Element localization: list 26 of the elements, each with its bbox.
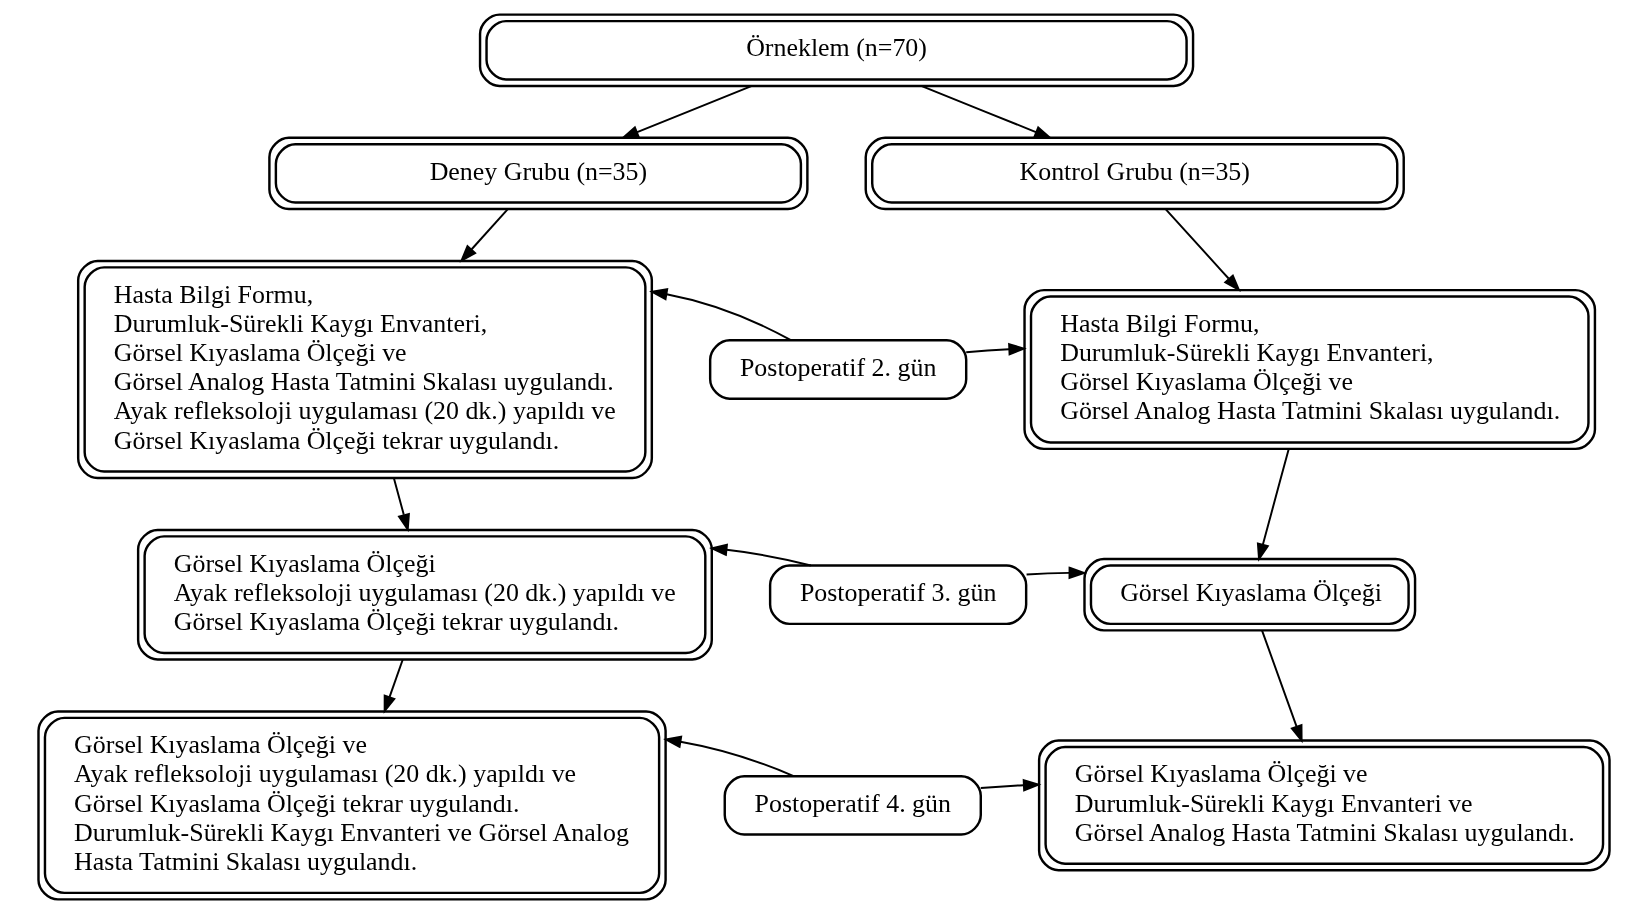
node-box: Postoperatif 2. gün	[708, 339, 968, 400]
node-box: Görsel Kıyaslama Ölçeği	[1083, 557, 1417, 632]
arrow	[459, 208, 509, 263]
arrow	[383, 658, 404, 714]
arrow	[649, 287, 792, 342]
node-box: Postoperatif 3. gün	[768, 564, 1028, 626]
arrow	[1261, 629, 1303, 744]
node-box: Hasta Bilgi Formu, Durumluk-Sürekli Kaygı Envanteri, Görsel Kıyaslama Ölçeği ve Görsel Analog Hasta Tatmini Skalası uygulandı. Ayak refleksoloji uygulaması (20 dk.) yapıldı ve Görsel Kıyaslama Ölçeği tekrar uygulandı.	[76, 259, 654, 480]
node-box: Görsel Kıyaslama Ölçeği Ayak refleksoloji uygulaması (20 dk.) yapıldı ve Görsel Kıyaslama Ölçeği tekrar uygulandı.	[136, 528, 713, 661]
arrow	[392, 477, 410, 533]
node-box: Hasta Bilgi Formu, Durumluk-Sürekli Kaygı Envanteri, Görsel Kıyaslama Ölçeği ve Görsel Analog Hasta Tatmini Skalası uygulandı.	[1023, 288, 1597, 451]
arrow	[1164, 208, 1241, 292]
arrow	[979, 778, 1042, 792]
arrow	[663, 735, 795, 777]
arrow	[709, 543, 812, 567]
node-box: Deney Grubu (n=35)	[268, 136, 809, 211]
node-box: Örneklem (n=70)	[478, 13, 1195, 88]
node-box: Görsel Kıyaslama Ölçeği ve Ayak refleksoloji uygulaması (20 dk.) yapıldı ve Görsel Kıyaslama Ölçeği tekrar uygulandı. Durumluk-Sürekli Kaygı Envanteri ve Görsel Analog Hasta Tatmini Skalası uygulandı.	[37, 710, 667, 901]
arrow	[1025, 566, 1088, 580]
arrow	[920, 84, 1053, 139]
node-box: Görsel Kıyaslama Ölçeği ve Durumluk-Sürekli Kaygı Envanteri ve Görsel Analog Hasta Tatmini Skalası uygulandı.	[1037, 739, 1611, 872]
node-box: Postoperatif 4. gün	[723, 775, 982, 836]
node-box: Kontrol Grubu (n=35)	[864, 136, 1405, 211]
arrow	[1256, 448, 1290, 562]
arrow	[620, 84, 753, 139]
arrow	[965, 342, 1027, 356]
